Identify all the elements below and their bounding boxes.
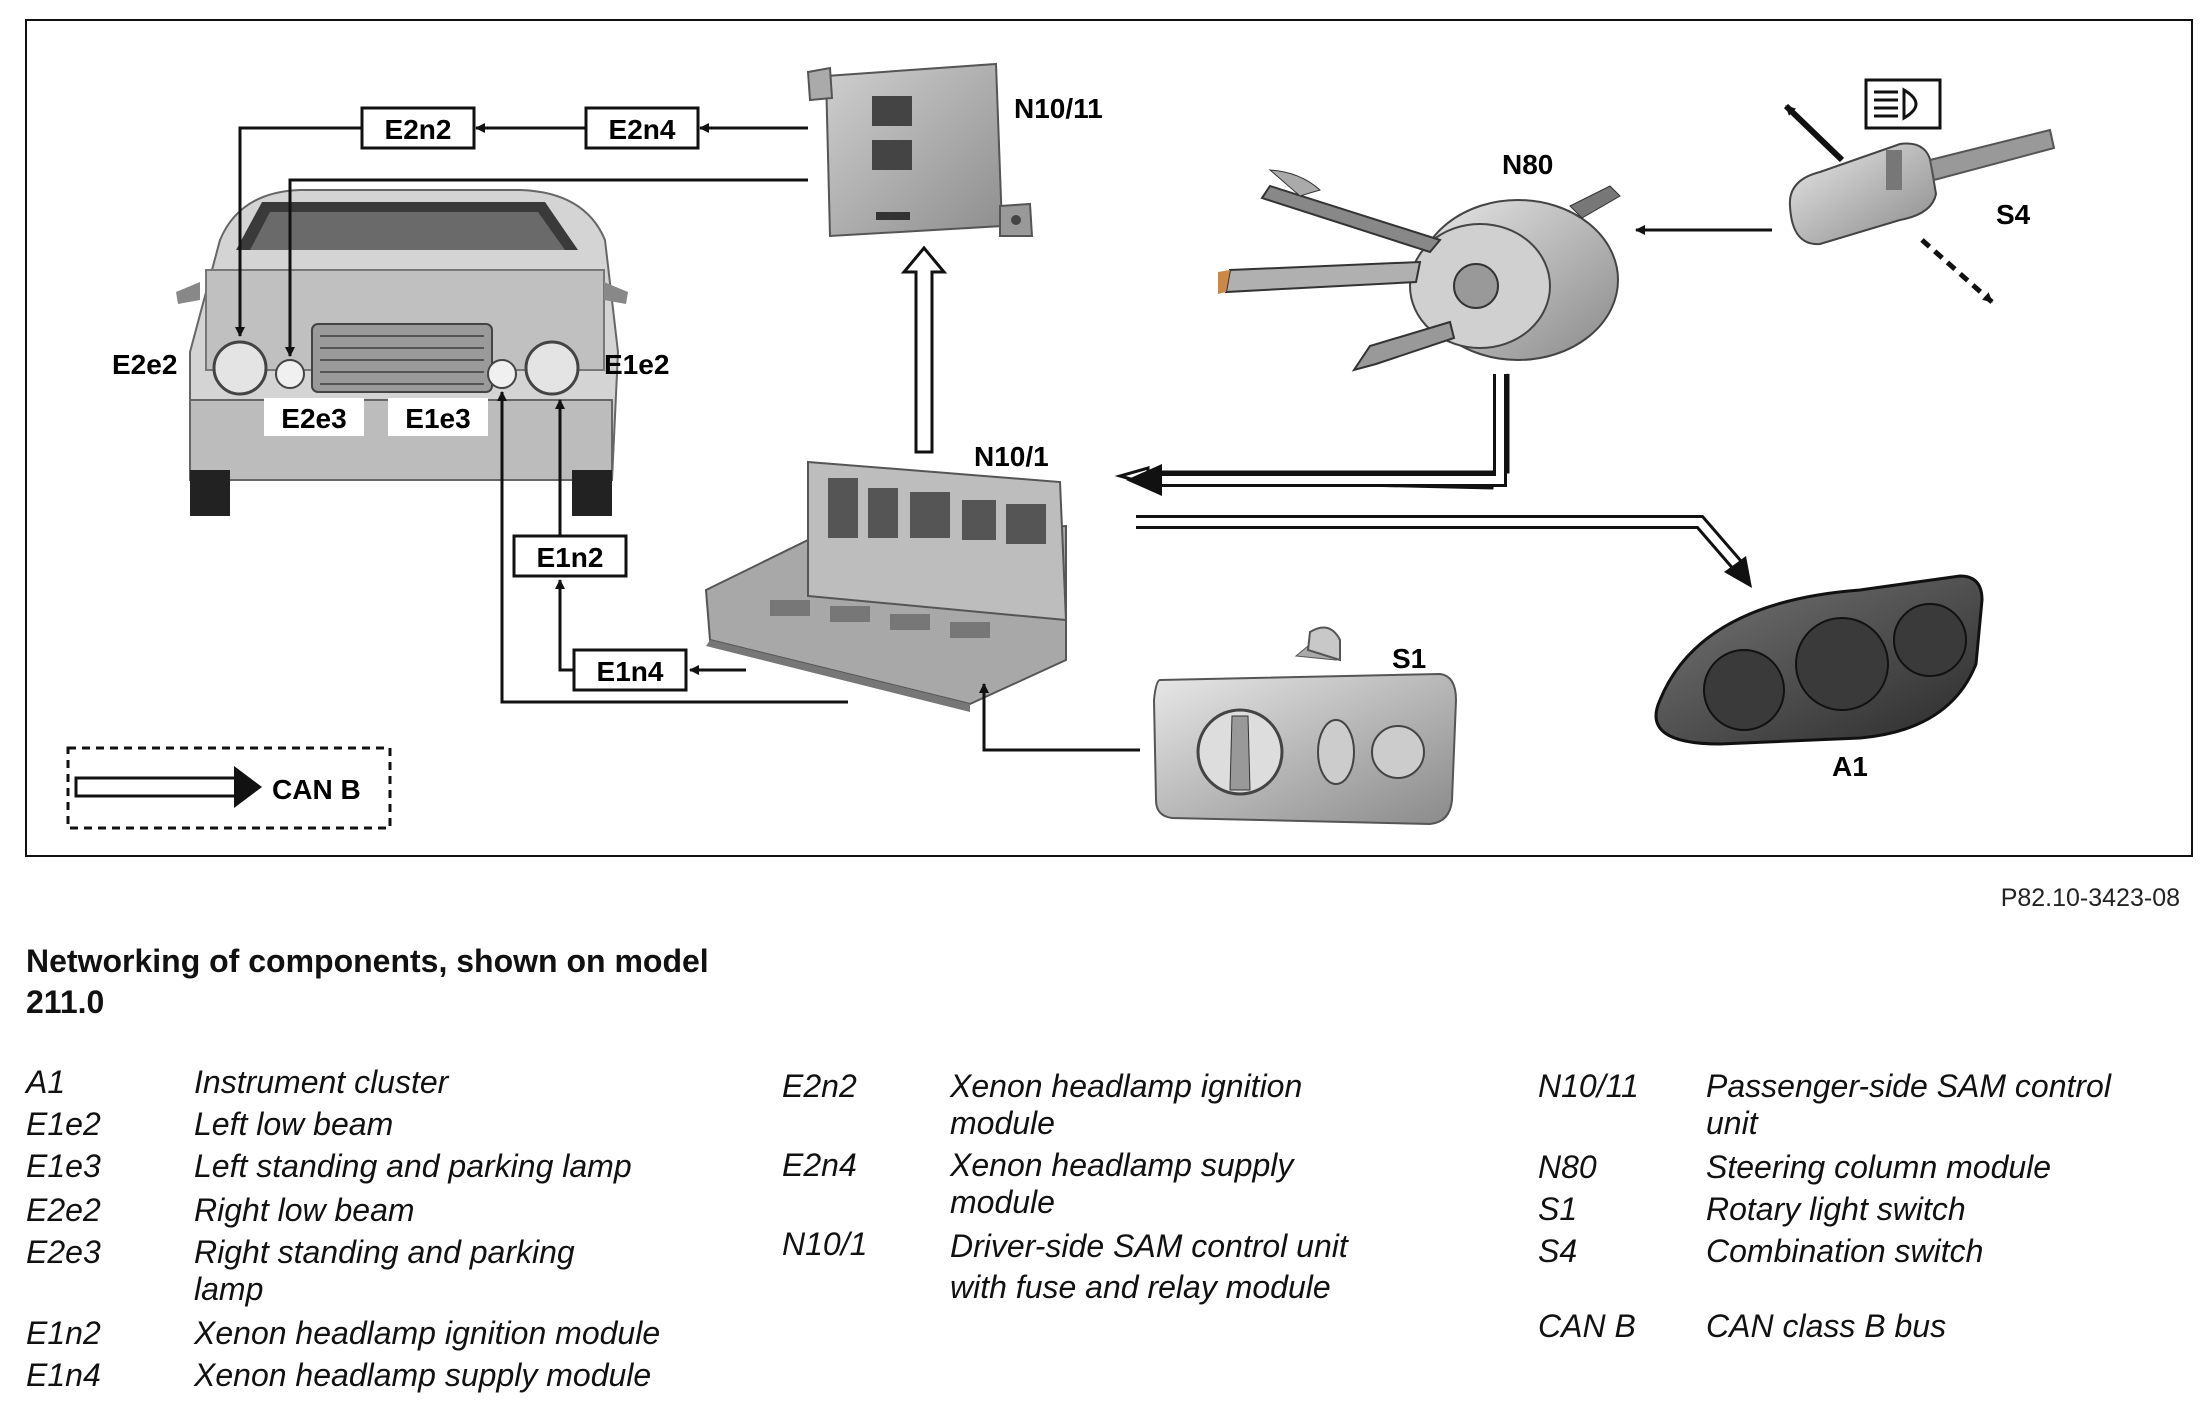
legend-column-1: A1 Instrument cluster E1e2 Left low beam E… bbox=[26, 1064, 714, 1399]
legend-code: S4 bbox=[1538, 1233, 1578, 1269]
legend-code: A1 bbox=[26, 1064, 66, 1100]
wire-connections bbox=[235, 123, 1772, 752]
legend-row: E2n2 Xenon headlamp ignition module bbox=[782, 1068, 1390, 1142]
headlamp-symbol-icon bbox=[1864, 78, 1942, 130]
label-e2e2: E2e2 bbox=[112, 349, 177, 380]
legend-row: E2e2 Right low beam bbox=[26, 1192, 714, 1229]
legend-code: E1n2 bbox=[26, 1315, 101, 1351]
legend-row: N10/11 Passenger-side SAM control unit bbox=[1538, 1068, 2166, 1142]
legend-code: N80 bbox=[1538, 1149, 1597, 1185]
n80-steering-column-module bbox=[1218, 169, 1621, 372]
legend-desc: Xenon headlamp supply module bbox=[194, 1357, 652, 1393]
legend-column-3: N10/11 Passenger-side SAM control unit N8… bbox=[1538, 1068, 2166, 1350]
arrow-s4-down-dashed bbox=[1920, 238, 1994, 304]
label-e1e2: E1e2 bbox=[604, 349, 669, 380]
legend-row: N80 Steering column module bbox=[1538, 1149, 2166, 1186]
legend-desc: Right low beam bbox=[194, 1192, 415, 1228]
figure-caption: Networking of components, shown on model… bbox=[26, 943, 709, 1020]
legend-column-2: E2n2 Xenon headlamp ignition module E2n4 X… bbox=[782, 1068, 1390, 1313]
diagram-frame bbox=[25, 19, 2193, 857]
legend-row: E1n4 Xenon headlamp supply module bbox=[26, 1357, 714, 1394]
reference-number: P82.10-3423-08 bbox=[2000, 884, 2180, 912]
legend-desc: CAN class B bus bbox=[1706, 1308, 1947, 1344]
can-arrow-n80-to-n10-1-back bbox=[1114, 373, 1510, 490]
can-b-legend: CAN B bbox=[66, 746, 392, 830]
label-s4: S4 bbox=[1996, 199, 2031, 230]
legend-row: E1e3 Left standing and parking lamp bbox=[26, 1148, 714, 1185]
legend-row: CAN B CAN class B bus bbox=[1538, 1308, 2166, 1345]
label-e2n2: E2n2 bbox=[385, 114, 452, 145]
legend-row: E1e2 Left low beam bbox=[26, 1106, 714, 1143]
legend-row: E2e3 Right standing and parking lamp bbox=[26, 1234, 714, 1308]
legend-desc: Steering column module bbox=[1706, 1149, 2052, 1185]
label-e2e3: E2e3 bbox=[281, 403, 346, 434]
legend-desc: Xenon headlamp supply module bbox=[950, 1147, 1294, 1220]
label-e2n4: E2n4 bbox=[609, 114, 676, 145]
wire-e1n4-to-e1n2 bbox=[555, 579, 574, 672]
label-n80: N80 bbox=[1502, 149, 1553, 180]
networking-diagram: E2n2 E2n4 E1n2 E1n4 E2e3 E1e3 N10/11 N80… bbox=[25, 19, 2193, 857]
legend-code: N10/1 bbox=[782, 1226, 868, 1262]
legend-desc: Right standing and parking lamp bbox=[194, 1234, 575, 1307]
n10-1-module bbox=[704, 460, 1068, 712]
legend-desc: Rotary light switch bbox=[1706, 1191, 1966, 1227]
legend-row: S4 Combination switch bbox=[1538, 1233, 2166, 1270]
can-arrow-n10-1-to-n10-11 bbox=[900, 245, 948, 454]
a1-instrument-cluster bbox=[1654, 574, 1984, 746]
wire-e2n2-to-e2e2 bbox=[235, 126, 362, 337]
s4-combination-switch bbox=[1788, 128, 2056, 246]
can-b-label: CAN B bbox=[272, 774, 361, 805]
legend-row: E2n4 Xenon headlamp supply module bbox=[782, 1147, 1390, 1221]
label-n10-11: N10/11 bbox=[1014, 93, 1103, 124]
wire-n10-1-to-e1e3 bbox=[497, 391, 848, 704]
can-b-double-lines bbox=[1126, 374, 1752, 588]
label-e1n4: E1n4 bbox=[597, 656, 664, 687]
legend-desc: Combination switch bbox=[1706, 1233, 1984, 1269]
label-e1n2: E1n2 bbox=[537, 542, 604, 573]
legend-desc: Xenon headlamp ignition module bbox=[194, 1315, 661, 1351]
label-n10-1: N10/1 bbox=[974, 441, 1049, 472]
label-s1: S1 bbox=[1392, 643, 1426, 674]
legend-code: E2n4 bbox=[782, 1147, 857, 1183]
legend-code: E2e3 bbox=[26, 1234, 101, 1270]
legend-code: CAN B bbox=[1538, 1308, 1636, 1344]
label-a1: A1 bbox=[1832, 751, 1868, 782]
legend-desc: Driver-side SAM control unit with fuse a… bbox=[950, 1228, 1348, 1305]
legend-desc: Instrument cluster bbox=[194, 1064, 449, 1100]
s1-rotary-light-switch bbox=[1152, 626, 1458, 826]
legend-row: A1 Instrument cluster bbox=[26, 1064, 714, 1101]
legend-code: N10/11 bbox=[1538, 1068, 1639, 1104]
legend-code: E2n2 bbox=[782, 1068, 857, 1104]
legend-code: S1 bbox=[1538, 1191, 1578, 1227]
legend-code: E1e3 bbox=[26, 1148, 101, 1184]
legend-desc: Passenger-side SAM control unit bbox=[1706, 1068, 2111, 1141]
legend-row: E1n2 Xenon headlamp ignition module bbox=[26, 1315, 714, 1352]
legend-code: E2e2 bbox=[26, 1192, 101, 1228]
legend-code: E1e2 bbox=[26, 1106, 101, 1142]
wire-s1-to-n10-1 bbox=[979, 683, 1140, 752]
legend-desc: Left standing and parking lamp bbox=[194, 1148, 632, 1184]
n10-11-module bbox=[806, 62, 1034, 238]
legend-desc: Left low beam bbox=[194, 1106, 394, 1142]
legend-row: S1 Rotary light switch bbox=[1538, 1191, 2166, 1228]
legend-row: N10/1 Driver-side SAM control unit with f… bbox=[782, 1226, 1390, 1308]
can-b-arrow-icon bbox=[234, 766, 262, 808]
label-e1e3: E1e3 bbox=[405, 403, 470, 434]
arrow-s4-up bbox=[1783, 103, 1845, 163]
wire-n10-11-to-e2e3 bbox=[285, 178, 808, 357]
legend-code: E1n4 bbox=[26, 1357, 101, 1393]
legend-desc: Xenon headlamp ignition module bbox=[950, 1068, 1303, 1141]
